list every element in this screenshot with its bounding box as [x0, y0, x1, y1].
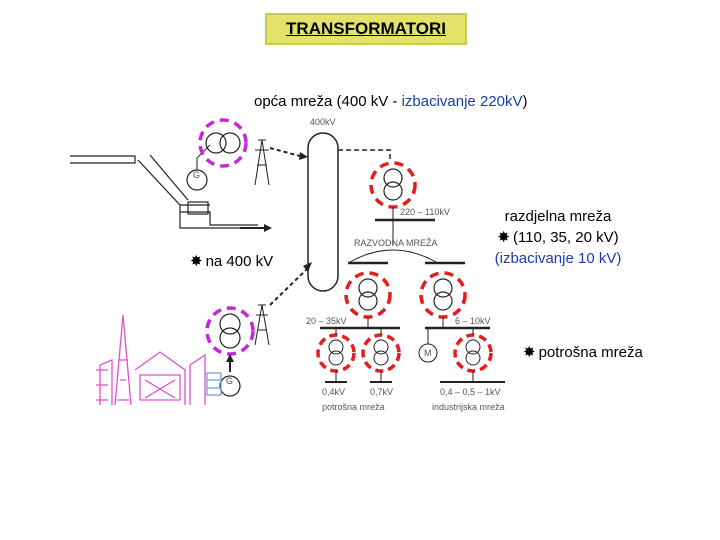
transformer-220-icon: [383, 168, 403, 188]
label-6-10: 6 – 10kV: [455, 316, 491, 326]
page-title: TRANSFORMATORI: [286, 19, 446, 38]
left-note: ✸na 400 kV: [190, 252, 273, 270]
generator-top-label: G: [193, 170, 200, 180]
transformer-04-icon-2: [328, 350, 344, 366]
right-note-line1: razdjelna mreža: [504, 208, 612, 225]
heading-part3: ): [522, 93, 528, 110]
consumer-note: ✸potrošna mreža: [523, 343, 643, 361]
razvodna-arc: [349, 249, 437, 263]
label-220-110: 220 – 110kV: [400, 207, 450, 217]
label-20-35: 20 – 35kV: [306, 316, 347, 326]
heading: opća mreža (400 kV - izbacivanje 220kV): [254, 93, 527, 110]
label-potrosna: potrošna mreža: [322, 402, 385, 412]
label-400kv: 400kV: [310, 117, 336, 127]
line-to-busbar-top: [269, 147, 301, 157]
label-04: 0,4kV: [322, 387, 345, 397]
heading-part1: opća mreža (400 kV -: [254, 93, 402, 110]
transformer-ind-icon-2: [465, 350, 481, 366]
transformer-35-icon: [358, 278, 378, 298]
motor-label: M: [424, 348, 432, 358]
transformer-04-icon: [328, 339, 344, 355]
transformer-10-icon: [433, 278, 453, 298]
transformer-07-icon-2: [373, 350, 389, 366]
asterisk-icon: ✸: [523, 344, 536, 361]
generator-bottom-label: G: [226, 376, 233, 386]
right-note-line2-row: ✸(110, 35, 20 kV): [478, 227, 638, 248]
label-industrijska: industrijska mreža: [432, 402, 505, 412]
asterisk-icon: ✸: [190, 253, 203, 270]
transformer-bottom-icon: [219, 313, 241, 335]
line-busbar-to-trafo: [338, 149, 391, 162]
line-to-busbar-bottom: [269, 267, 309, 306]
label-razvodna: RAZVODNA MREŽA: [354, 238, 438, 248]
tower-bottom-icon: [254, 304, 270, 346]
transformer-220-icon-2: [383, 181, 403, 201]
asterisk-icon: ✸: [497, 229, 510, 246]
transformer-top-icon: [205, 132, 227, 154]
tower-top-icon: [254, 139, 270, 186]
right-note: razdjelna mreža ✸(110, 35, 20 kV) (izbac…: [478, 206, 638, 269]
transformer-35-icon-2: [358, 291, 378, 311]
turbine-icon: [206, 372, 222, 396]
thermal-plant: [96, 314, 206, 406]
transformer-highlight-bottom: [205, 306, 255, 356]
transformer-highlight-top: [198, 118, 248, 168]
hydro-plant: [70, 154, 258, 229]
arrow-head-icon: [303, 262, 312, 272]
title-box: TRANSFORMATORI: [265, 13, 467, 45]
consumer-note-text: potrošna mreža: [538, 344, 643, 361]
heading-part2: izbacivanje 220kV: [401, 93, 523, 110]
transformer-top-icon-2: [219, 132, 241, 154]
label-04-05-1: 0,4 – 0,5 – 1kV: [440, 387, 501, 397]
generator-bottom-icon: [219, 375, 241, 397]
arrow-head-icon: [299, 152, 308, 160]
busbar-400kv: [307, 132, 339, 292]
right-note-line3: (izbacivanje 10 kV): [494, 250, 622, 267]
left-note-text: na 400 kV: [205, 253, 274, 270]
arrow-head-icon: [264, 224, 272, 232]
right-note-line2: (110, 35, 20 kV): [512, 229, 619, 246]
transformer-ind-icon: [465, 339, 481, 355]
transformer-07-icon: [373, 339, 389, 355]
transformer-10-icon-2: [433, 291, 453, 311]
arrow-head-icon: [226, 354, 234, 362]
label-07: 0,7kV: [370, 387, 393, 397]
transformer-bottom-icon-2: [219, 327, 241, 349]
